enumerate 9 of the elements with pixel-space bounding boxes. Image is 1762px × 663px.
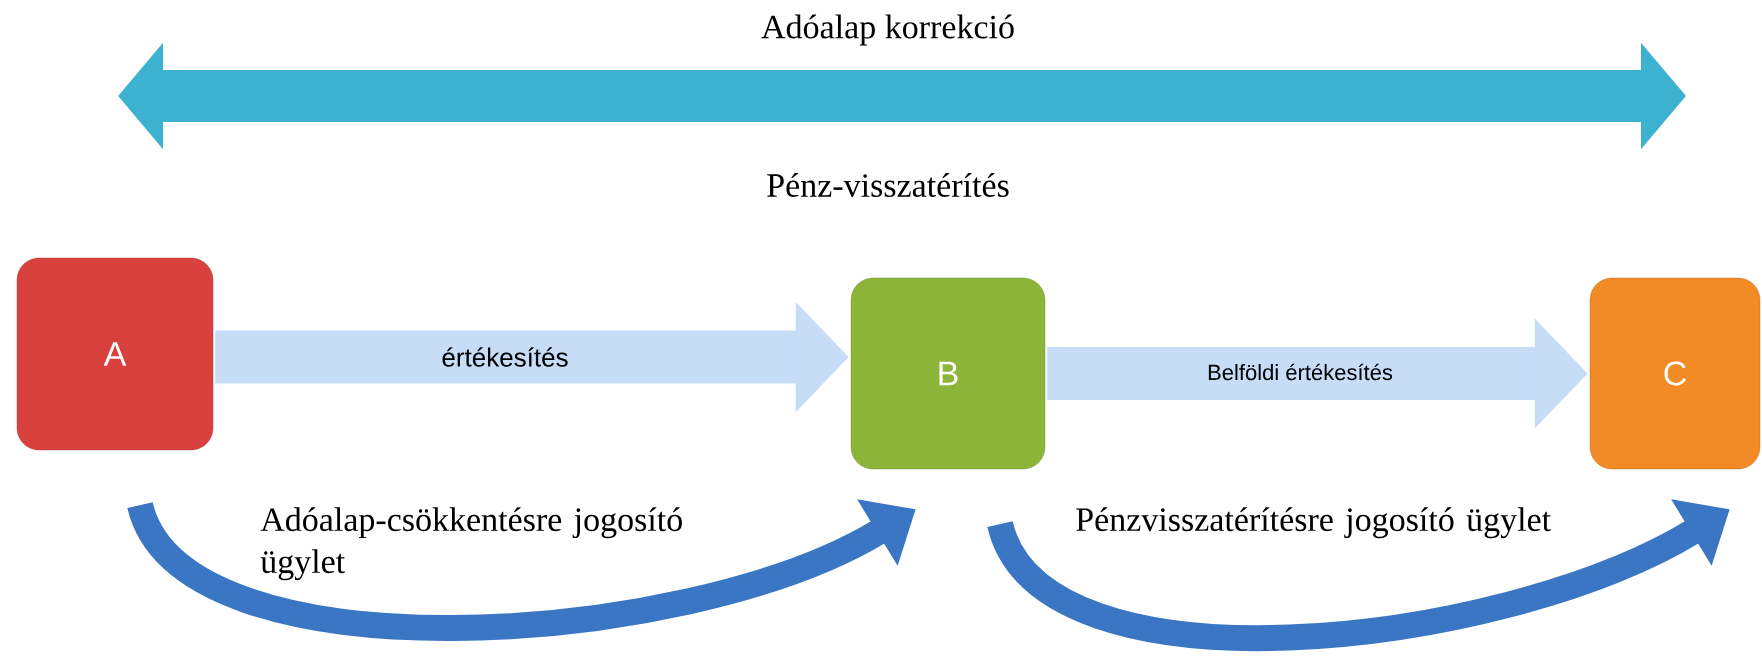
label-text: Pénz-visszatérítés	[767, 173, 1009, 197]
edge-label: Adóalap-csökkentésre jogosító ügylet	[260, 507, 682, 581]
edge-label: Belföldi értékesítés	[1205, 361, 1395, 383]
process-box: A	[16, 257, 214, 451]
edge-label: Pénzvisszatérítésre jogosító ügylet	[1076, 507, 1551, 539]
edge-label: értékesítés	[439, 345, 571, 369]
label-text: Adóalap korrekció	[761, 14, 1014, 46]
process-box: C	[1589, 277, 1761, 470]
process-box: B	[850, 277, 1046, 470]
